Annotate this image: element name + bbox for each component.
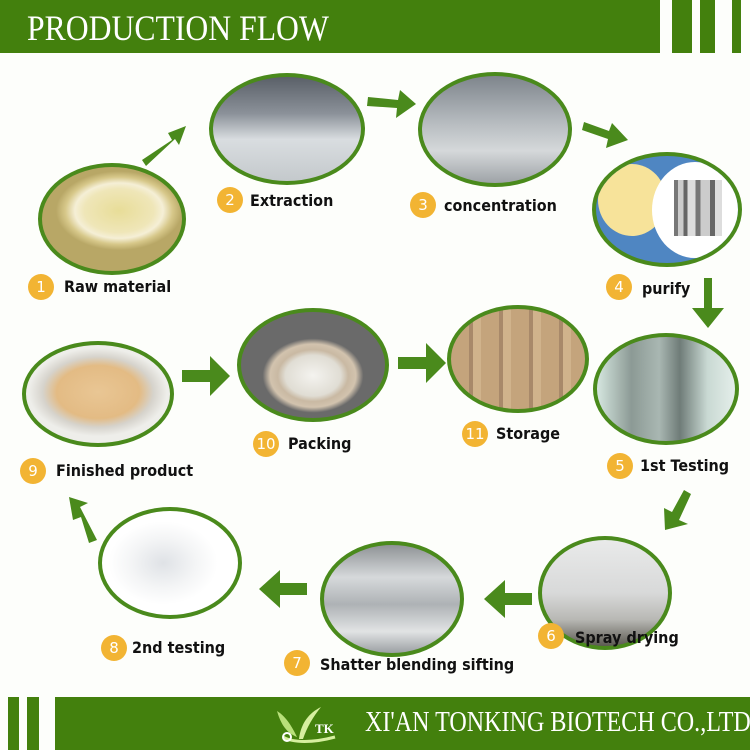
step-1-image (38, 163, 186, 275)
step-1-badge: 1 (28, 274, 54, 300)
header-stripe (672, 0, 692, 53)
step-8-badge: 8 (101, 635, 127, 661)
header-banner: PRODUCTION FLOW (0, 0, 660, 53)
arrow-6-7 (484, 580, 532, 618)
step-5-label: 1st Testing (640, 456, 730, 475)
arrow-5-6 (664, 490, 691, 530)
step-2-label: Extraction (250, 191, 334, 210)
step-11-image (447, 305, 589, 413)
step-4-badge: 4 (606, 274, 632, 300)
step-3-image (418, 72, 572, 187)
arrow-8-9 (69, 497, 97, 543)
step-7-badge: 7 (284, 650, 310, 676)
footer-stripe (27, 697, 39, 750)
step-5-badge: 5 (607, 453, 633, 479)
arrow-3-4 (582, 122, 628, 148)
step-3-badge: 3 (410, 192, 436, 218)
step-10-label: Packing (288, 434, 352, 453)
step-6-badge: 6 (538, 623, 564, 649)
company-logo: TK (277, 707, 336, 743)
step-9-label: Finished product (56, 461, 194, 480)
footer-banner: TK XI'AN TONKING BIOTECH CO.,LTD (55, 697, 750, 750)
step-11-label: Storage (496, 424, 561, 443)
header-stripe (700, 0, 715, 53)
step-10-badge: 10 (253, 431, 279, 457)
step-7-label: Shatter blending sifting (320, 655, 515, 674)
step-2-badge: 2 (217, 187, 243, 213)
step-11-badge: 11 (462, 421, 488, 447)
arrow-10-11 (398, 343, 446, 383)
arrow-1-2 (142, 126, 186, 166)
step-9-image (22, 341, 174, 447)
step-4-image (592, 152, 742, 267)
step-8-label: 2nd testing (132, 638, 226, 657)
company-name: XI'AN TONKING BIOTECH CO.,LTD (365, 707, 750, 738)
step-2-image (209, 73, 365, 185)
step-10-image (237, 308, 389, 422)
arrow-2-3 (367, 90, 416, 118)
arrow-9-10 (182, 356, 230, 396)
step-8-image (98, 507, 242, 619)
step-9-badge: 9 (20, 458, 46, 484)
step-6-label: Spray drying (575, 628, 679, 647)
svg-text:TK: TK (315, 721, 335, 736)
arrow-4-5 (692, 278, 724, 328)
step-7-image (320, 541, 464, 657)
step-1-label: Raw material (64, 277, 172, 296)
page-title: PRODUCTION FLOW (27, 8, 329, 48)
footer-stripe (8, 697, 19, 750)
step-4-label: purify (642, 279, 691, 298)
header-stripe (732, 0, 741, 53)
step-3-label: concentration (444, 196, 557, 215)
arrow-7-8 (259, 570, 307, 608)
step-5-image (593, 333, 739, 445)
